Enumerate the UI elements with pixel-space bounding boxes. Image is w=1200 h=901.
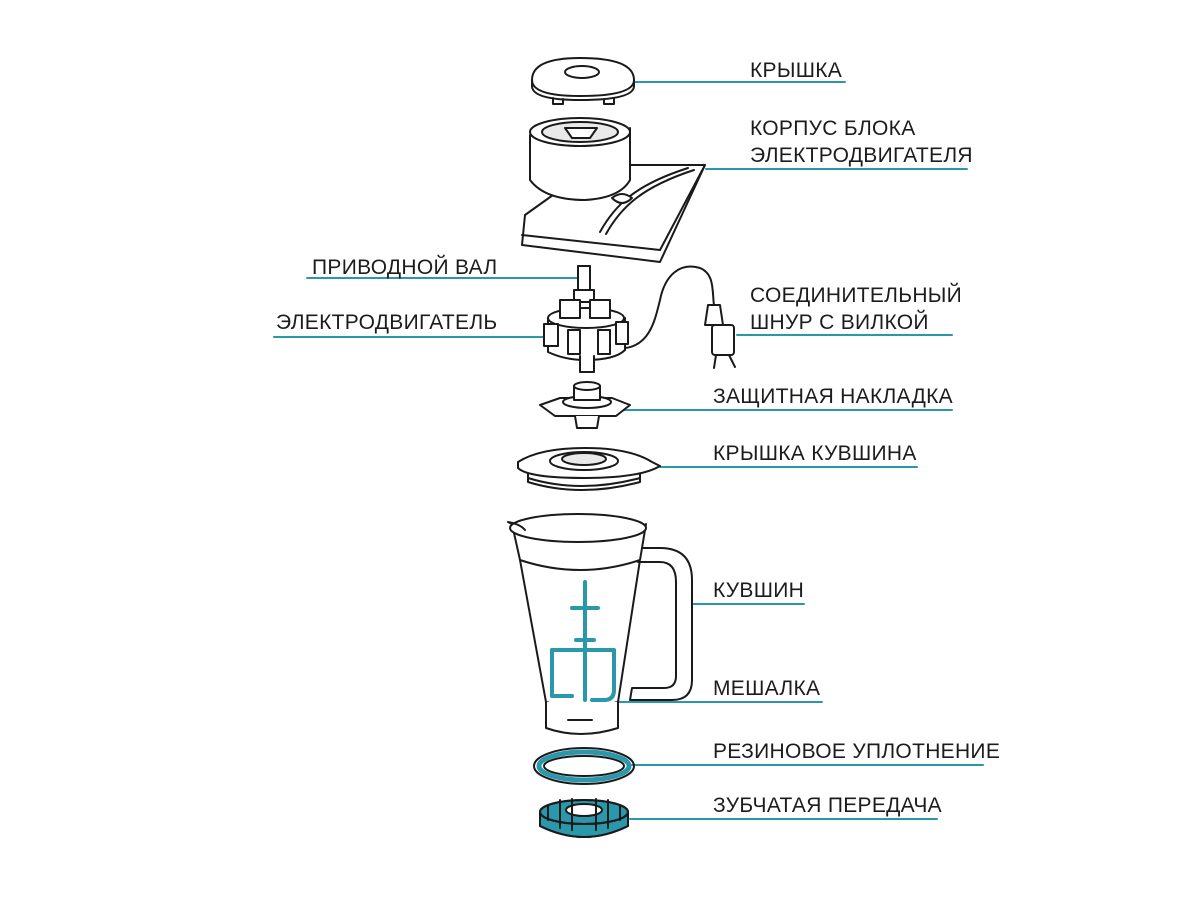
label-housing-line1: КОРПУС БЛОКА [750,117,916,140]
top-lid [531,57,635,105]
electric-motor [543,265,629,373]
gear [539,798,629,838]
label-whisk: МЕШАЛКА [713,677,821,700]
motor-housing [521,117,706,263]
label-housing-line2: ЭЛЕКТРОДВИГАТЕЛЯ [750,144,973,167]
label-cord-line2: ШНУР С ВИЛКОЙ [750,311,929,334]
label-jug: КУВШИН [713,579,805,602]
label-lid: КРЫШКА [750,59,843,82]
label-cord-line1: СОЕДИНИТЕЛЬНЫЙ [750,284,963,307]
whisk [550,580,616,702]
power-cord [624,265,736,369]
leader-lines [273,81,984,820]
label-motor: ЭЛЕКТРОДВИГАТЕЛЬ [276,311,498,334]
label-protective-cover: ЗАЩИТНАЯ НАКЛАДКА [713,385,953,408]
label-rubber-seal: РЕЗИНОВОЕ УПЛОТНЕНИЕ [713,740,1001,763]
label-gear: ЗУБЧАТАЯ ПЕРЕДАЧА [713,794,942,817]
rubber-seal [533,747,635,785]
label-jug-lid: КРЫШКА КУВШИНА [713,442,917,465]
protective-cover [539,381,631,429]
jug-lid [517,447,661,491]
label-drive-shaft: ПРИВОДНОЙ ВАЛ [312,256,498,279]
